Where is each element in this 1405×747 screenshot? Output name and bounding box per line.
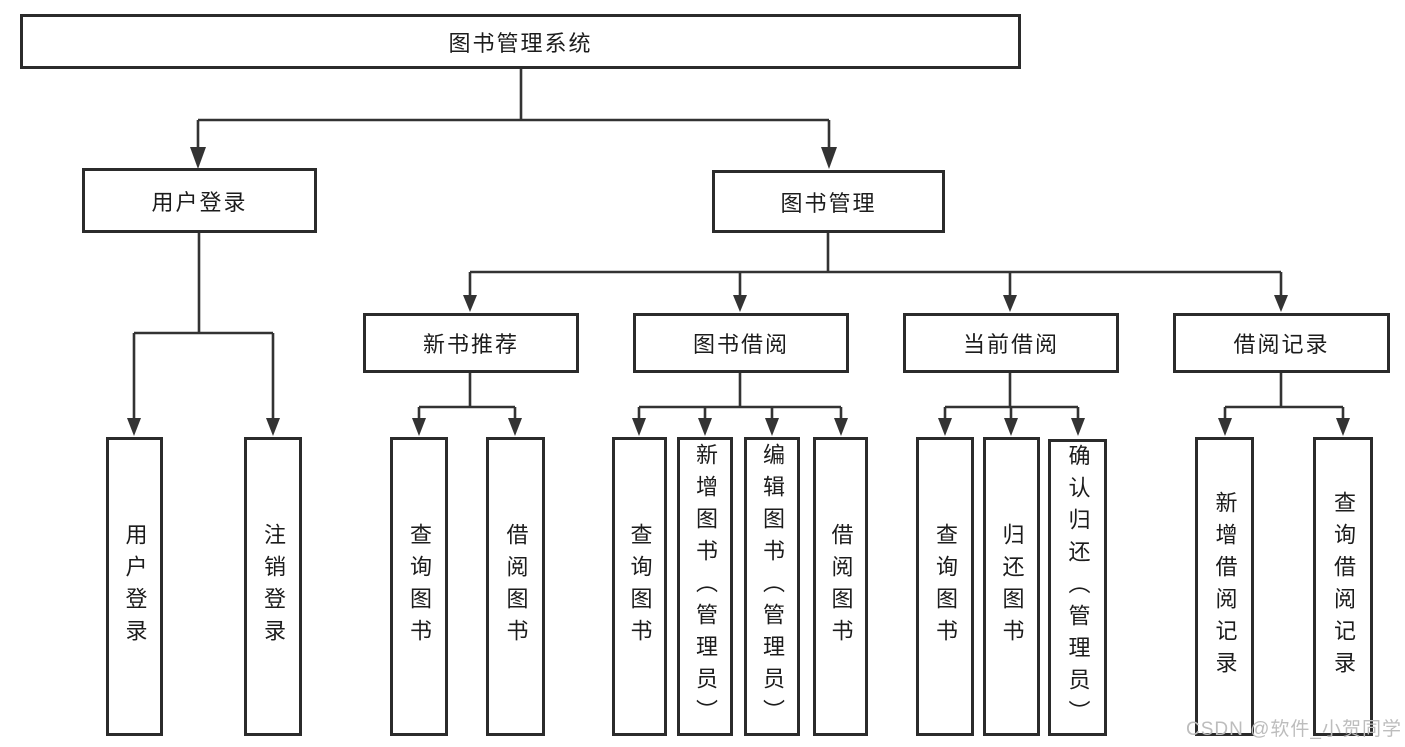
leaf-label: 借阅图书	[828, 522, 854, 651]
node-book-management: 图书管理	[712, 170, 945, 233]
connector-recommend-to-leaves	[412, 373, 522, 436]
leaf-borrow-edit-book-admin: 编辑图书（管理员）	[744, 437, 800, 736]
leaf-current-confirm-return-admin: 确认归还（管理员）	[1048, 439, 1107, 736]
arrowhead-icon	[1004, 418, 1018, 436]
leaf-label: 用户登录	[122, 522, 148, 651]
leaf-label: 新增借阅记录	[1212, 490, 1238, 683]
leaf-current-query-books: 查询图书	[916, 437, 974, 736]
arrowhead-icon	[698, 418, 712, 436]
arrowhead-icon	[1003, 295, 1017, 312]
arrowhead-icon	[266, 418, 280, 436]
arrowhead-icon	[938, 418, 952, 436]
connector-root-to-level2	[190, 68, 837, 169]
arrowhead-icon	[821, 147, 837, 169]
connector-book-management-to-level3	[463, 232, 1288, 312]
node-borrowing-records: 借阅记录	[1173, 313, 1390, 373]
connector-current-to-leaves	[938, 373, 1085, 436]
leaf-label: 查询图书	[933, 522, 958, 651]
connector-borrowing-to-leaves	[632, 373, 848, 436]
leaf-records-query-record: 查询借阅记录	[1313, 437, 1373, 736]
arrowhead-icon	[632, 418, 646, 436]
leaf-current-return-books: 归还图书	[983, 437, 1040, 736]
node-user-login: 用户登录	[82, 168, 317, 233]
leaf-label: 确认归还（管理员）	[1065, 443, 1091, 732]
leaf-label: 编辑图书（管理员）	[760, 442, 785, 731]
leaf-borrow-add-book-admin: 新增图书（管理员）	[677, 437, 733, 736]
leaf-recommend-borrow-books: 借阅图书	[486, 437, 545, 736]
connector-user-login-to-leaves	[127, 233, 280, 436]
leaf-label: 查询图书	[407, 522, 432, 651]
arrowhead-icon	[834, 418, 848, 436]
leaf-label: 归还图书	[999, 522, 1025, 651]
arrowhead-icon	[1274, 295, 1288, 312]
node-new-book-recommendation: 新书推荐	[363, 313, 579, 373]
leaf-borrow-query-books: 查询图书	[612, 437, 667, 736]
arrowhead-icon	[1336, 418, 1350, 436]
arrowhead-icon	[463, 295, 477, 312]
arrowhead-icon	[1071, 418, 1085, 436]
leaf-label: 借阅图书	[503, 522, 529, 651]
arrowhead-icon	[733, 295, 747, 312]
watermark: CSDN @软件_小贺同学	[1186, 719, 1402, 740]
arrowhead-icon	[765, 418, 779, 436]
arrowhead-icon	[508, 418, 522, 436]
leaf-borrow-borrow-books: 借阅图书	[813, 437, 868, 736]
leaf-label: 查询借阅记录	[1331, 490, 1356, 683]
arrowhead-icon	[190, 147, 206, 169]
node-library-system: 图书管理系统	[20, 14, 1021, 69]
leaf-recommend-query-books: 查询图书	[390, 437, 448, 736]
connector-records-to-leaves	[1218, 373, 1350, 436]
leaf-records-add-record: 新增借阅记录	[1195, 437, 1254, 736]
leaf-label: 查询图书	[627, 522, 653, 651]
node-book-borrowing: 图书借阅	[633, 313, 849, 373]
arrowhead-icon	[1218, 418, 1232, 436]
arrowhead-icon	[127, 418, 141, 436]
node-current-borrowing: 当前借阅	[903, 313, 1119, 373]
leaf-logout: 注销登录	[244, 437, 302, 736]
leaf-label: 新增图书（管理员）	[693, 442, 718, 731]
leaf-user-login: 用户登录	[106, 437, 163, 736]
arrowhead-icon	[412, 418, 426, 436]
leaf-label: 注销登录	[261, 522, 286, 651]
